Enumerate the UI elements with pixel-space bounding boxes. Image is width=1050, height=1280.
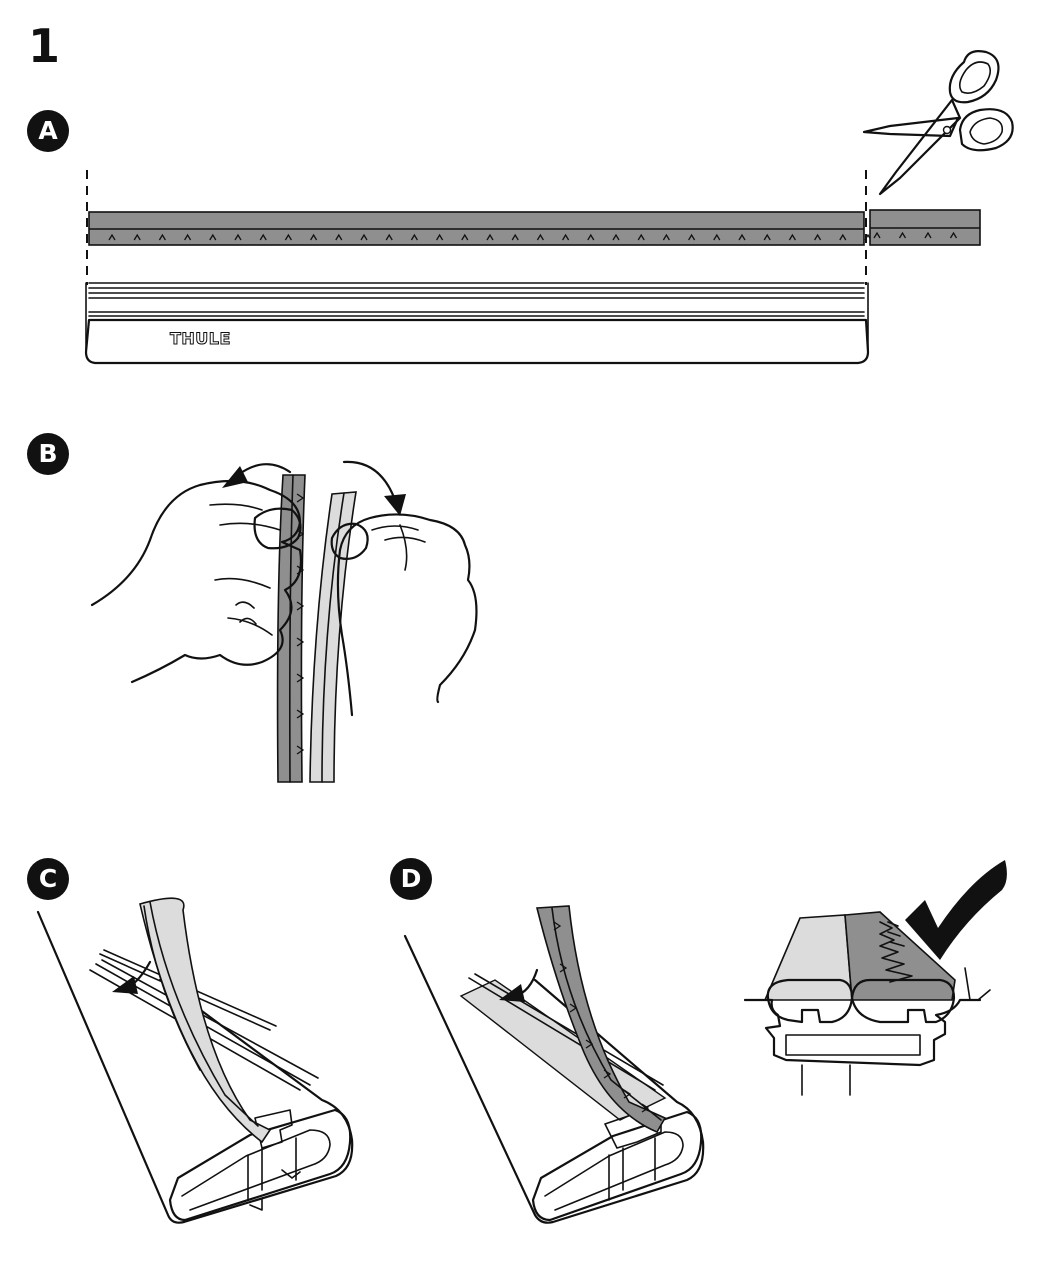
strip-arrow-mark (713, 233, 721, 241)
check-mark-icon (905, 860, 1007, 960)
left-hand (90, 479, 303, 684)
thule-logo: THULE (170, 329, 231, 348)
rubber-strip-offcut (869, 209, 981, 246)
strip-arrow-mark (536, 233, 544, 241)
strip-arrow-mark (259, 233, 267, 241)
strip-arrow-mark (296, 493, 305, 503)
strip-arrow-mark (763, 233, 771, 241)
strip-arrow-mark (108, 233, 116, 241)
strip-arrow-marks (108, 233, 872, 241)
bar-outline (403, 934, 705, 1224)
step-number: 1 (28, 19, 61, 73)
panel-b-illustration (90, 460, 478, 783)
strip-arrow-mark (587, 233, 595, 241)
panel-d-illustration (403, 905, 705, 1224)
panel-a-illustration: THULE (84, 50, 1014, 365)
bar-outline (36, 910, 354, 1224)
curved-arrow-icon (236, 463, 292, 477)
strip-arrow-mark (296, 601, 305, 611)
strip-arrow-mark (585, 1039, 594, 1049)
strip-arrow-mark (335, 233, 343, 241)
panel-d-badge: D (390, 858, 432, 900)
strip-arrow-mark (511, 233, 519, 241)
strip-arrow-mark (296, 637, 305, 647)
strip-arrow-mark (296, 709, 305, 719)
light-strip (309, 491, 357, 783)
strip-arrow-mark (410, 233, 418, 241)
dark-strip (535, 905, 667, 1134)
strip-arrow-mark (360, 233, 368, 241)
strip-arrow-mark (486, 233, 494, 241)
dark-strip-arrow-marks (553, 921, 650, 1113)
strip-arrow-mark (612, 233, 620, 241)
strip-arrow-mark (284, 233, 292, 241)
strip-arrow-mark (553, 921, 562, 931)
strip-arrow-mark (385, 233, 393, 241)
strip-arrow-mark (839, 233, 847, 241)
strip-arrow-mark (133, 233, 141, 241)
right-hand (336, 513, 478, 717)
strip-arrow-mark (562, 233, 570, 241)
strip-arrow-mark (209, 233, 217, 241)
strip-arrow-mark (924, 231, 932, 239)
panel-c-illustration (36, 897, 354, 1224)
roof-bar (84, 282, 870, 365)
strip-arrow-mark (296, 745, 305, 755)
strip-arrow-mark (662, 233, 670, 241)
panel-c-badge: C (27, 858, 69, 900)
strip-arrow-mark (873, 231, 881, 239)
strip-arrow-mark (788, 233, 796, 241)
strip-arrow-mark (898, 231, 907, 239)
strip-arrow-mark (623, 1089, 632, 1099)
strip-arrow-mark (461, 233, 469, 241)
strip-arrow-mark (814, 233, 822, 241)
strip-arrow-mark (688, 233, 696, 241)
panel-b-badge: B (27, 433, 69, 475)
dark-strip (276, 474, 306, 783)
scissors-icon (862, 50, 1014, 196)
strip-arrow-mark (569, 1003, 578, 1013)
strip-arrow-mark (637, 233, 645, 241)
strip-arrow-mark (234, 233, 242, 241)
strip-arrow-mark (559, 963, 568, 973)
strip-arrow-mark (949, 231, 958, 239)
strip-arrow-mark (603, 1069, 612, 1079)
rubber-strip (88, 211, 872, 246)
strip-arrow-mark (310, 233, 318, 241)
strip-arrow-mark (641, 1103, 650, 1113)
strip-arrow-mark (158, 233, 166, 241)
offcut-arrow-marks (873, 231, 958, 239)
curved-arrow-icon (342, 460, 397, 502)
strip-arrow-mark (738, 233, 746, 241)
light-strip (139, 897, 272, 1144)
strip-arrow-mark (296, 673, 305, 683)
result-detail-illustration (743, 860, 1007, 1096)
strip-arrow-mark (184, 233, 192, 241)
panel-a-badge: A (27, 110, 69, 152)
strip-arrow-mark (436, 233, 444, 241)
